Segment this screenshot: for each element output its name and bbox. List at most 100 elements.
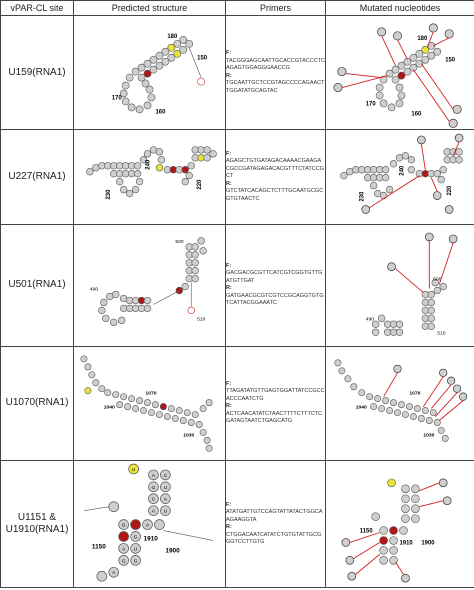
site-line: U1910(RNA1)	[5, 524, 69, 536]
position-label: 1910	[400, 540, 414, 546]
position-label: 230	[360, 191, 366, 202]
position-label: 1030	[183, 432, 194, 438]
position-label: 170	[366, 101, 377, 107]
reverse-primer: ACTCAACATATCTAACTTTTCTTTCTCGATAGTAATCTGA…	[226, 410, 323, 425]
site-cell: U1151 & U1910(RNA1)	[0, 460, 74, 589]
rna-structure-diagram: 180 150 170 160	[112, 34, 208, 115]
position-label: 180	[417, 36, 428, 42]
position-label: 1900	[421, 540, 435, 546]
nucleotide-letter: G	[134, 558, 138, 564]
forward-primer: TTAGATATGTTGAGTGGATTATCCGCCACCCAATCTG	[226, 388, 325, 402]
nucleotide-letter: A	[122, 546, 126, 552]
site-cell: U1070(RNA1)	[0, 345, 74, 462]
forward-label: F:	[226, 50, 232, 57]
rna-structure-diagram: U A C G U C A A U G A G A U G G A	[83, 463, 214, 582]
reverse-primer: CTGGACAATCATATCTGTGTATTGCGGGTCCTTGTG	[226, 531, 322, 546]
table-row: U159(RNA1) 180 150	[0, 14, 474, 131]
position-label: 160	[411, 111, 422, 117]
primers-cell: F: AGAGCTGTGATAGACAAAACGAAGACGCCGATAGAGA…	[225, 129, 326, 225]
nucleotide-letter: G	[122, 558, 126, 564]
forward-label: F:	[226, 262, 232, 269]
structure-cell: U A C G U C A A U G A G A U G G A	[73, 460, 226, 589]
structure-cell: 500 490 510	[73, 223, 226, 347]
mutated-cell: 240 220 230	[325, 129, 474, 225]
header-structure: Predicted structure	[73, 0, 226, 16]
position-label: 150	[445, 58, 456, 64]
table-row: U227(RNA1)	[0, 129, 474, 225]
forward-label: F:	[226, 501, 232, 508]
header-site: vPAR-CL site	[0, 0, 74, 16]
rna-structure-diagram: 240 220 230	[86, 146, 217, 200]
position-label: 150	[197, 56, 208, 62]
position-label: 500	[433, 276, 442, 282]
position-label: 220	[447, 185, 453, 196]
site-cell: U501(RNA1)	[0, 223, 74, 347]
forward-label: F:	[226, 150, 232, 157]
site-cell: U227(RNA1)	[0, 129, 74, 225]
reverse-primer: GTCTATCACAGCTCTTTGCAATGCGCGTGTAACTC	[226, 188, 324, 202]
mutated-cell: 180 170 160 150	[325, 14, 474, 131]
nucleotide-letter: G	[134, 535, 138, 541]
site-cell: U159(RNA1)	[0, 14, 74, 131]
forward-primer: ATATGATTGTCCAGTATTATACTGGCAAGAAGGTA	[226, 509, 323, 523]
position-label: 1070	[146, 390, 157, 396]
nucleotide-letter: C	[152, 497, 156, 503]
primers-cell: F: TACGGGAGCAATTGCACCGTACCCTCAGAGTGGAGGG…	[225, 14, 326, 131]
position-label: 170	[112, 95, 123, 101]
nucleotide-letter: U	[164, 509, 168, 515]
mutated-cell: 1070 1040 1030	[325, 345, 474, 462]
structure-cell: 240 220 230	[73, 129, 226, 225]
table-row: U1151 & U1910(RNA1)	[0, 460, 474, 589]
position-label: 490	[366, 316, 375, 322]
reverse-label: R:	[226, 72, 232, 79]
reverse-primer: TGCAATTGCTCCGTAGCCCCAGAACTTGGATATGCAGTAC	[226, 80, 325, 94]
rna-structure-diagram: 1070 1040 1030	[80, 355, 213, 452]
mutated-cell: 1910 1150 1900	[325, 460, 474, 589]
table-row: U501(RNA1) 5	[0, 223, 474, 347]
position-label: 160	[155, 109, 166, 115]
primers-cell: F: ATATGATTGTCCAGTATTATACTGGCAAGAAGGTA R…	[225, 460, 326, 589]
position-label: 230	[106, 189, 112, 200]
position-label: 510	[197, 316, 206, 322]
primers-cell: F: TTAGATATGTTGAGTGGATTATCCGCCACCCAATCTG…	[225, 345, 326, 462]
forward-primer: GACGACGCGTTCATCGTCGGTGTTGATGTTGAT	[226, 270, 323, 284]
nucleotide-letter: G	[152, 485, 156, 491]
reverse-primer: GATGAACGCGTCGTCCGCAGGTGTGTCATTACGGAAATC	[226, 292, 324, 307]
nucleotide-letter: G	[122, 523, 126, 529]
nucleotide-letter: U	[132, 467, 136, 473]
structure-cell: 1070 1040 1030	[73, 345, 226, 462]
mutated-cell: 500 490 510	[325, 223, 474, 347]
position-label: 1150	[360, 529, 374, 535]
position-label: 1070	[409, 390, 420, 396]
nucleotide-letter: A	[164, 497, 168, 503]
reverse-label: R:	[226, 524, 232, 531]
primers-cell: F: GACGACGCGTTCATCGTCGGTGTTGATGTTGAT R: …	[225, 223, 326, 347]
position-label: 1150	[92, 543, 106, 550]
position-label: 510	[437, 330, 446, 336]
header-row: vPAR-CL site Predicted structure Primers…	[0, 0, 474, 16]
nucleotide-letter: U	[164, 485, 168, 491]
header-primers: Primers	[225, 0, 326, 16]
mutation-diagram: 1070 1040 1030	[334, 359, 468, 442]
position-label: 1900	[165, 547, 180, 554]
site-line: U1151 &	[17, 512, 57, 524]
position-label: 1040	[104, 404, 115, 410]
forward-label: F:	[226, 380, 232, 387]
position-label: 240	[146, 159, 152, 170]
nucleotide-letter: A	[146, 523, 150, 529]
position-label: 1910	[144, 536, 159, 543]
nucleotide-letter: A	[112, 570, 116, 576]
position-label: 490	[90, 286, 99, 292]
reverse-label: R:	[226, 403, 232, 410]
mutation-diagram: 240 220 230	[340, 133, 464, 215]
rna-structure-diagram: 500 490 510	[90, 236, 207, 326]
position-label: 240	[399, 165, 405, 176]
mutation-diagram: 1910 1150 1900	[341, 478, 452, 583]
forward-primer: TACGGGAGCAATTGCACCGTACCCTCAGAGTGGAGGGAAC…	[226, 57, 325, 72]
nucleotide-letter: C	[164, 473, 168, 479]
mutation-diagram: 500 490 510	[366, 232, 458, 336]
nucleotide-letter: A	[152, 473, 156, 479]
reverse-label: R:	[226, 285, 232, 292]
header-mutated: Mutated nucleotides	[325, 0, 474, 16]
position-label: 1030	[423, 432, 434, 438]
